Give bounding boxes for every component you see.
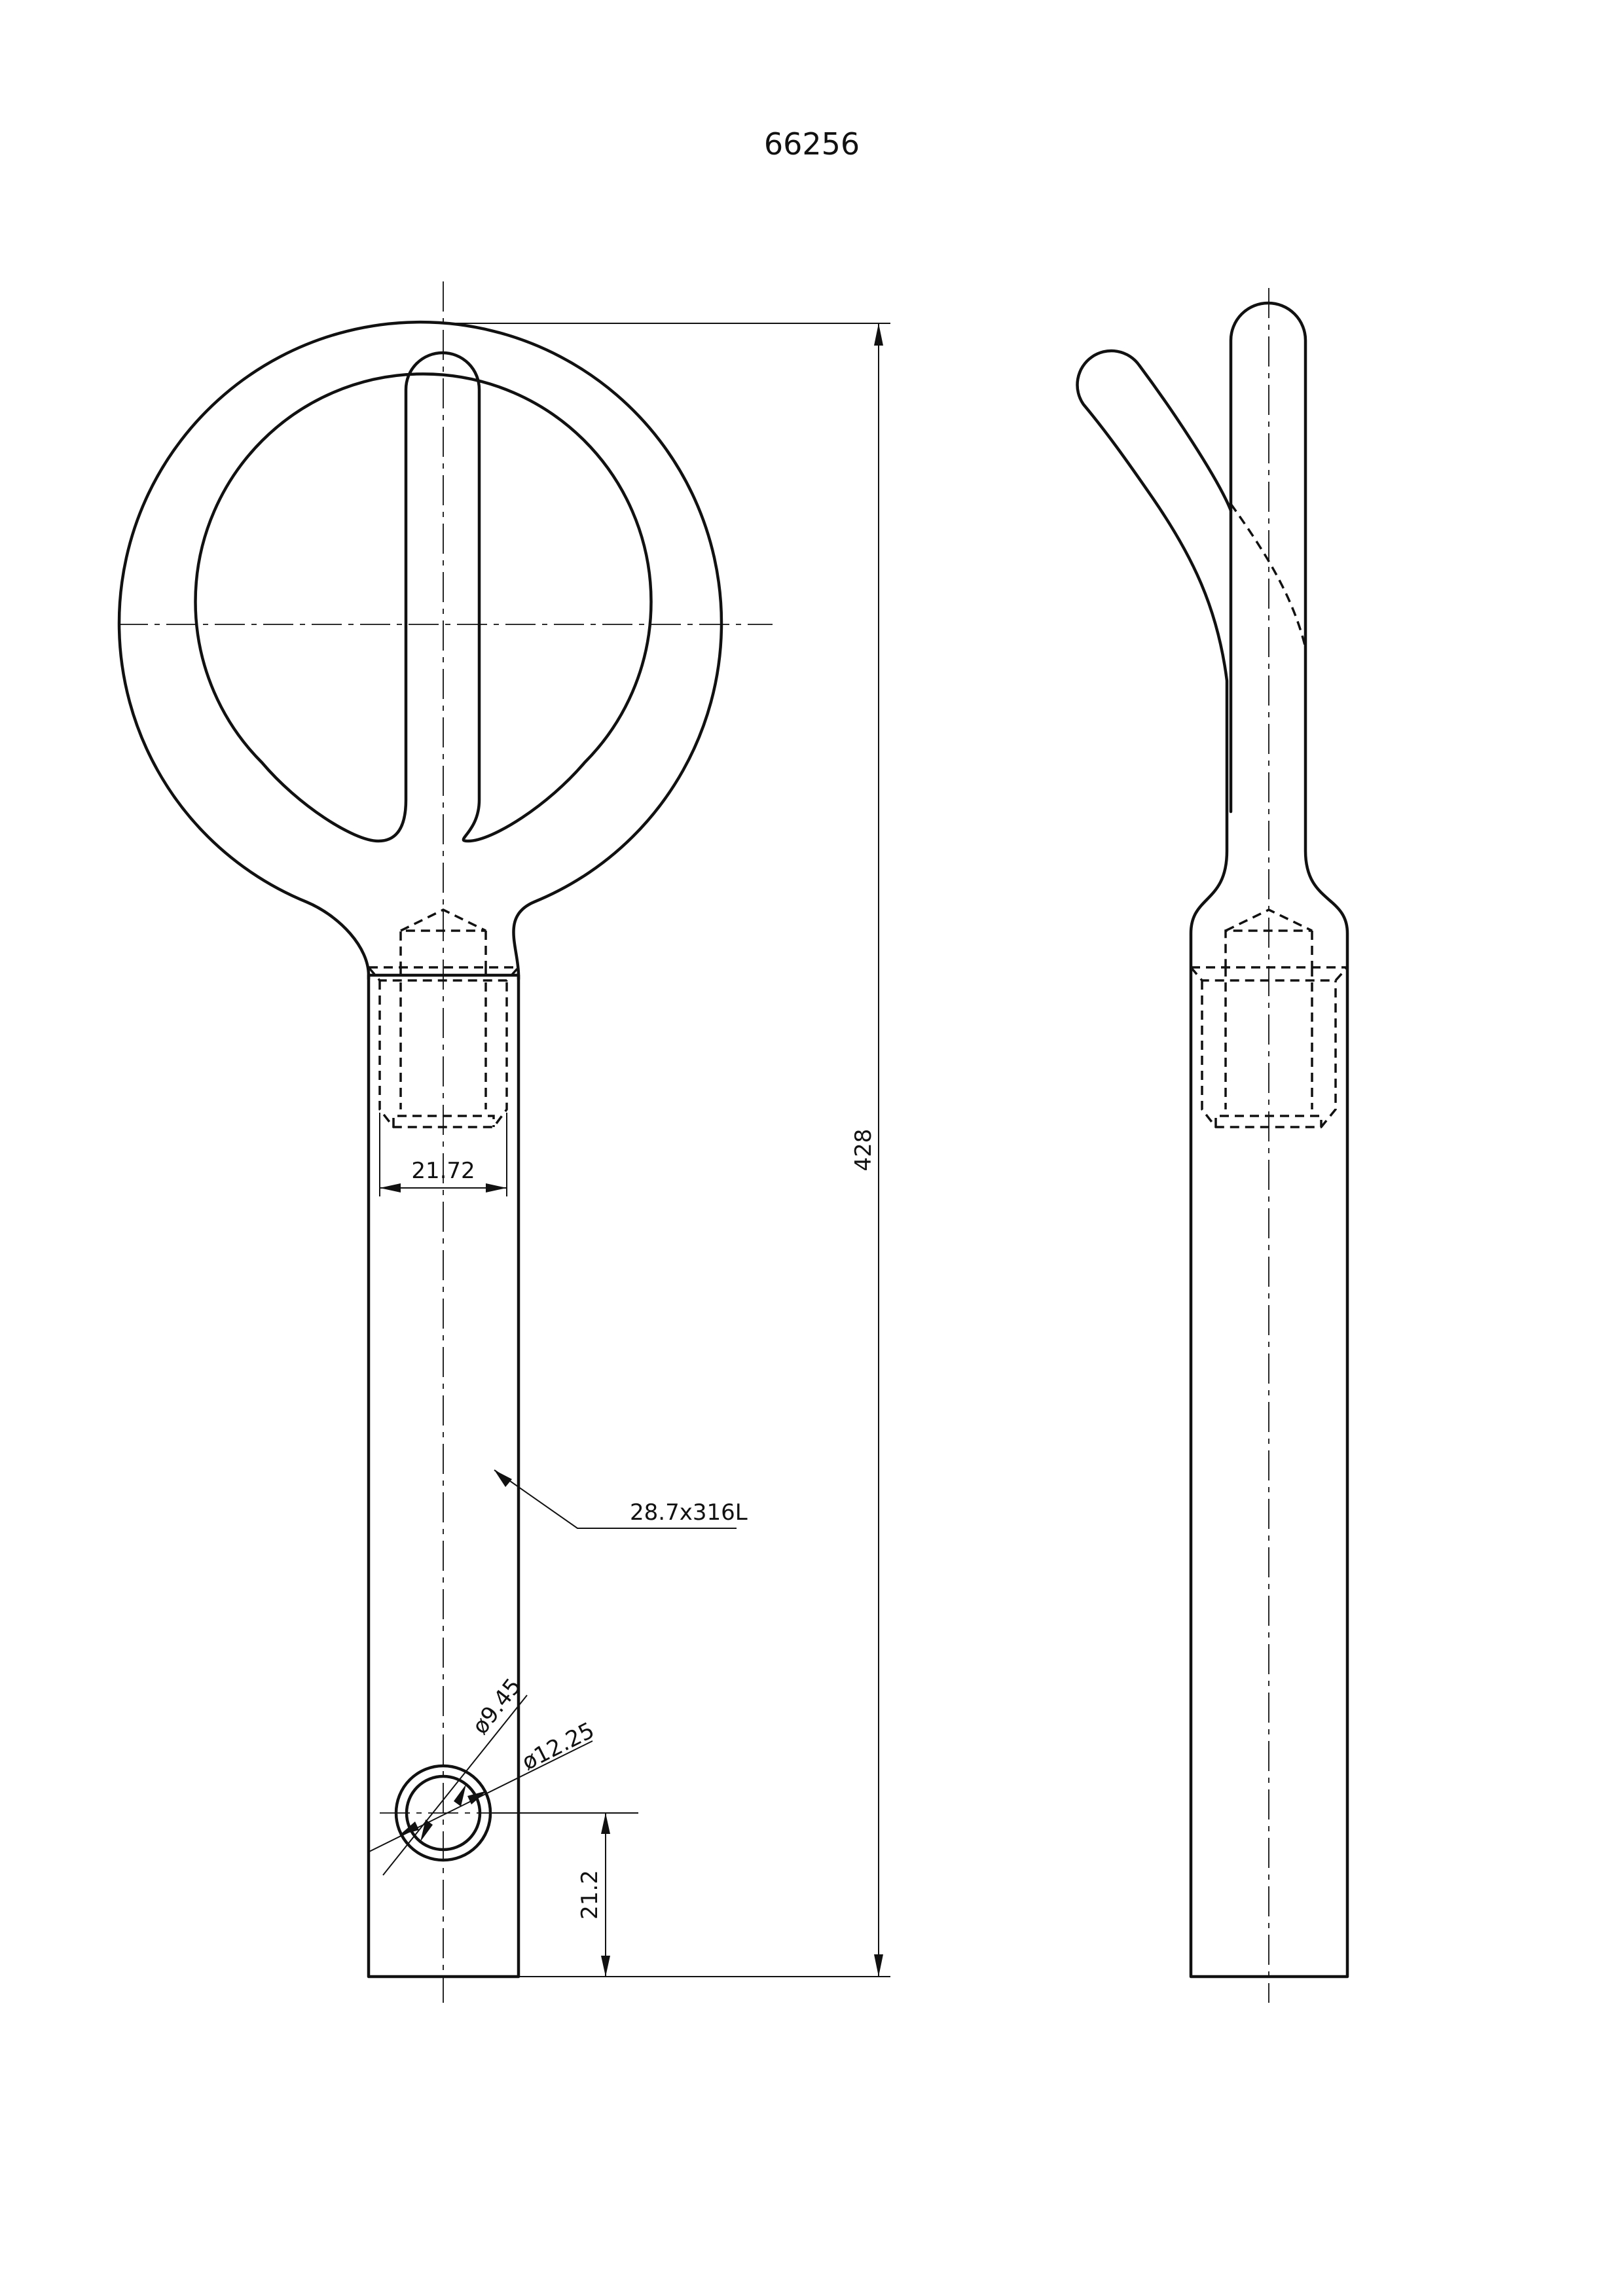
thread-width-dimension: 21.72: [379, 1113, 507, 1196]
thread-width-label: 21.72: [411, 1158, 475, 1184]
hole-outer-diameter-label: ø12.25: [518, 1717, 598, 1776]
bar-callout-leader: 28.7x316L: [494, 1469, 748, 1529]
drawing-title: 66256: [764, 126, 860, 162]
dimensions: 428 21.72 28.7x316L ø9.45 ø12.25: [367, 323, 890, 1977]
front-view: [117, 281, 773, 2003]
bar-callout-label: 28.7x316L: [630, 1499, 748, 1526]
ring-inner-opening: [194, 351, 653, 843]
overall-length-label: 428: [850, 1129, 877, 1172]
side-hidden-bend: [1230, 503, 1307, 649]
overall-length-dimension: 428: [443, 323, 890, 1977]
side-view: [1076, 288, 1349, 2003]
side-outer-contour: [1076, 301, 1349, 1979]
hole-offset-label: 21.2: [577, 1870, 603, 1920]
ring-outer-contour: [117, 320, 723, 981]
hole-diameter-dimensions: ø9.45 ø12.25: [367, 1674, 598, 1876]
hole-offset-dimension: 21.2: [492, 1812, 638, 1977]
